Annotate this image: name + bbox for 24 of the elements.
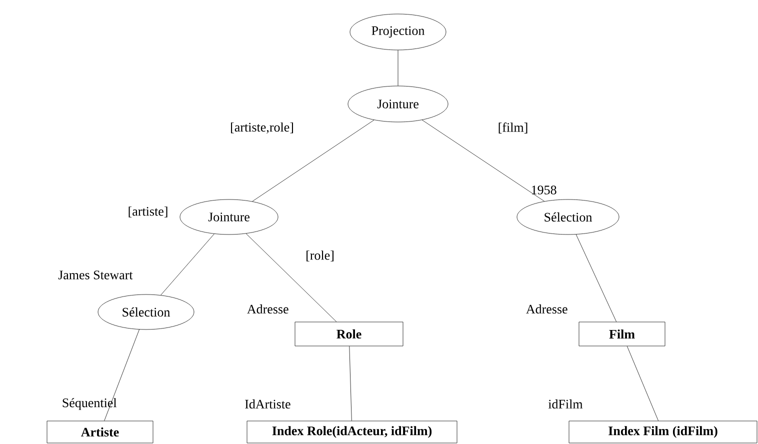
table-box: Role (294, 322, 404, 346)
table-box: Index Role(idActeur, idFilm) (246, 420, 458, 444)
edge-label: [role] (304, 250, 336, 262)
access-label: Adresse (526, 304, 568, 314)
access-label: 1958 (532, 186, 556, 194)
access-label: idFilm (548, 399, 583, 409)
edge-line (576, 234, 617, 322)
edge-line (160, 234, 214, 296)
edge-line (252, 120, 374, 202)
edge-line (104, 329, 140, 421)
table-box: Film (578, 322, 666, 346)
table-box: Artiste (46, 420, 154, 444)
edge-label: [film] (496, 122, 530, 134)
edge-label: [artiste,role] (229, 121, 295, 134)
access-label: Séquentiel (62, 398, 117, 410)
edge-line (246, 233, 337, 322)
edge-line (626, 346, 659, 421)
access-label: IdArtiste (245, 399, 290, 409)
edge-line (422, 120, 545, 202)
edge-label: [artiste] (126, 206, 170, 218)
access-label: Adresse (247, 304, 288, 314)
access-label: James Stewart (58, 270, 133, 280)
edge-line (349, 346, 352, 421)
table-box: Index Film (idFilm) (568, 420, 758, 444)
